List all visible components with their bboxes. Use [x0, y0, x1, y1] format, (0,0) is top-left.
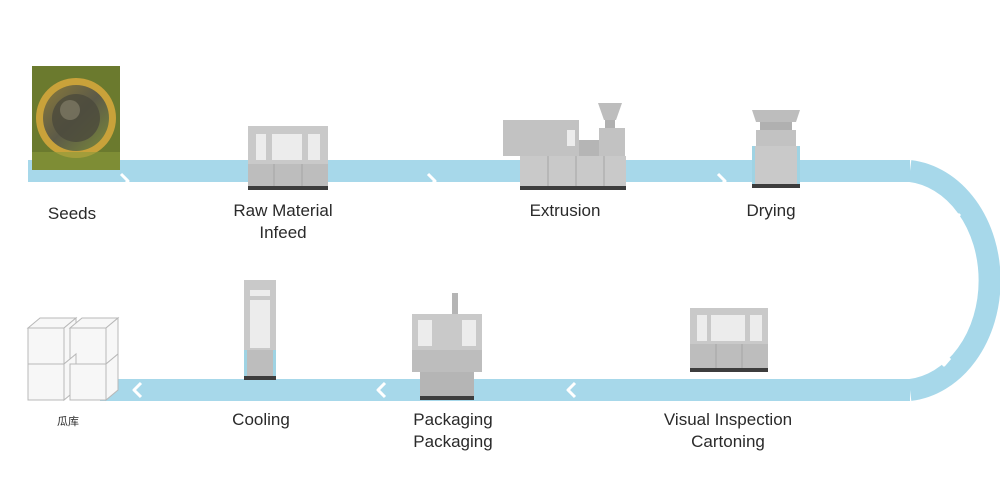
inspection-machine-icon [690, 308, 768, 372]
arrow-right-icon [119, 172, 130, 190]
arrow-down-icon [960, 283, 978, 294]
arrow-left-icon [566, 381, 577, 399]
extruder-machine-icon [503, 103, 626, 190]
conveyor-belt [28, 160, 1000, 401]
stage-label-extrusion: Extrusion [529, 201, 601, 220]
dryer-machine-icon [752, 110, 800, 188]
sunflower-seed-head-icon [32, 66, 120, 170]
stacked-boxes-icon [26, 316, 120, 402]
stage-label-seeds: Seeds [47, 204, 97, 223]
stage-label-visual-inspection: Visual Inspection Cartoning [663, 410, 793, 451]
arrow-down-icon [936, 357, 952, 367]
arrow-down-icon [944, 212, 962, 223]
stage-label-warehouse: 瓜库 [57, 416, 79, 428]
conveyor-curve-band [908, 160, 1000, 401]
stage-label-raw-material-infeed: Raw Material Infeed [233, 201, 333, 242]
arrow-right-icon [716, 172, 727, 190]
stage-label-packaging: Packaging Packaging [413, 410, 493, 451]
stage-label-cooling: Cooling [232, 410, 290, 429]
arrow-left-icon [376, 381, 387, 399]
arrow-left-icon [132, 381, 143, 399]
cooling-tower-icon [244, 280, 276, 380]
flow-arrows [119, 172, 978, 399]
arrow-right-icon [426, 172, 437, 190]
packaging-machine-icon [412, 293, 482, 400]
stage-label-drying: Drying [746, 201, 796, 220]
infeed-machine-icon [248, 126, 328, 190]
